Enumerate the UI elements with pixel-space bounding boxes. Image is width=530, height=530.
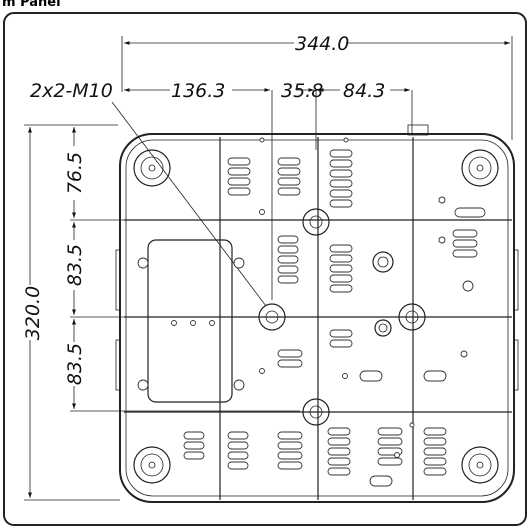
bracket-plate	[137, 239, 245, 403]
vent-slot	[329, 339, 353, 348]
vent-slot	[329, 264, 353, 273]
vent-slot	[277, 265, 299, 274]
dim-v-top: 76.5	[64, 152, 86, 194]
vent-slot	[277, 275, 299, 284]
vent-slot	[183, 441, 205, 450]
vent-slot	[329, 189, 353, 198]
dim-overall-width: 344.0	[295, 33, 349, 55]
vent-slot	[277, 431, 303, 440]
vent-slot	[277, 441, 303, 450]
vent-slot	[277, 187, 301, 196]
vent-slot	[227, 157, 251, 166]
vent-slot	[452, 249, 478, 258]
dim-overall-height: 320.0	[22, 286, 44, 340]
vent-slot	[277, 255, 299, 264]
vent-slot	[329, 254, 353, 263]
vent-slot	[423, 457, 447, 466]
vent-slot	[227, 167, 251, 176]
vent-slot	[329, 199, 353, 208]
dimension-lines	[28, 41, 510, 498]
vent-slot	[329, 179, 353, 188]
vent-slot	[327, 427, 351, 436]
vent-slot	[227, 177, 251, 186]
mounting-bosses	[258, 208, 426, 426]
vent-slot	[277, 157, 301, 166]
vent-slot	[277, 235, 299, 244]
outer-frame	[3, 12, 527, 526]
vent-slot	[327, 437, 351, 446]
vent-slot	[329, 169, 353, 178]
small-holes	[259, 137, 486, 487]
dim-v-mid: 83.5	[64, 244, 86, 286]
vent-slot	[377, 437, 403, 446]
vent-slot	[277, 167, 301, 176]
vent-slot	[277, 451, 303, 460]
vent-slot	[452, 239, 478, 248]
vent-slot	[277, 349, 303, 358]
vent-slot	[329, 329, 353, 338]
dim-seg-c: 84.3	[343, 80, 385, 102]
vent-slot	[227, 451, 249, 460]
vent-slot	[227, 187, 251, 196]
vent-slot	[423, 427, 447, 436]
vent-slot	[377, 457, 403, 466]
corner-feet	[133, 149, 499, 484]
dim-seg-a: 136.3	[171, 80, 225, 102]
dim-mount-label: 2x2-M10	[30, 80, 113, 102]
vent-slot	[452, 229, 478, 238]
header-text: m Panel	[2, 0, 61, 10]
dim-seg-b: 35.8	[281, 80, 323, 102]
vent-slot	[327, 457, 351, 466]
vent-slot	[277, 359, 303, 368]
vent-slot	[327, 447, 351, 456]
vent-slot	[329, 284, 353, 293]
vent-slot	[423, 467, 447, 476]
vent-slot	[277, 461, 303, 470]
vent-slot	[423, 437, 447, 446]
dim-v-bottom: 83.5	[64, 343, 86, 385]
vent-slot	[277, 177, 301, 186]
vent-slot	[183, 451, 205, 460]
vent-slot	[227, 431, 249, 440]
panel-grid	[124, 137, 512, 500]
vent-slot	[183, 431, 205, 440]
vent-slot	[327, 467, 351, 476]
vent-slot	[329, 149, 353, 158]
device-outline	[115, 124, 519, 503]
vent-slot	[329, 159, 353, 168]
vent-slots	[183, 149, 478, 476]
vent-slot	[329, 244, 353, 253]
vent-slot	[377, 427, 403, 436]
vent-slot	[227, 461, 249, 470]
vent-slot	[277, 245, 299, 254]
vent-slot	[329, 274, 353, 283]
vent-slot	[423, 447, 447, 456]
vent-slot	[227, 441, 249, 450]
